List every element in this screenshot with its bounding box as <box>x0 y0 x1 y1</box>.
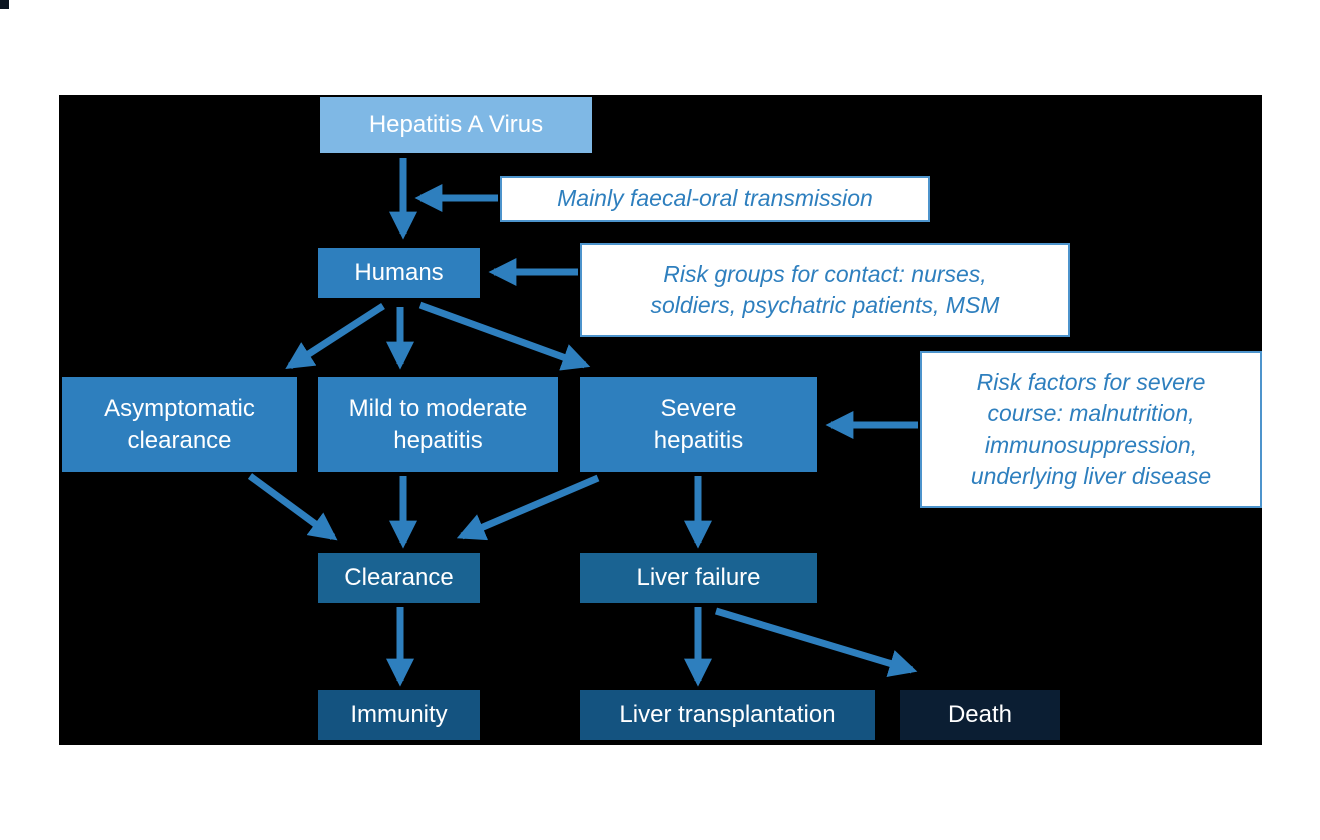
callout-risk-groups: Risk groups for contact: nurses, soldier… <box>580 243 1070 337</box>
node-clearance: Clearance <box>318 553 480 603</box>
node-hepatitis-a-virus: Hepatitis A Virus <box>320 97 592 153</box>
callout-risk-factors: Risk factors for severe course: malnutri… <box>920 351 1262 508</box>
node-immunity: Immunity <box>318 690 480 740</box>
corner-mark <box>0 0 9 9</box>
node-severe-hepatitis: Severe hepatitis <box>580 377 817 472</box>
node-asymptomatic-clearance: Asymptomatic clearance <box>62 377 297 472</box>
node-liver-transplantation: Liver transplantation <box>580 690 875 740</box>
node-humans: Humans <box>318 248 480 298</box>
node-liver-failure: Liver failure <box>580 553 817 603</box>
callout-transmission: Mainly faecal-oral transmission <box>500 176 930 222</box>
node-mild-to-moderate-hepatitis: Mild to moderate hepatitis <box>318 377 558 472</box>
node-death: Death <box>900 690 1060 740</box>
